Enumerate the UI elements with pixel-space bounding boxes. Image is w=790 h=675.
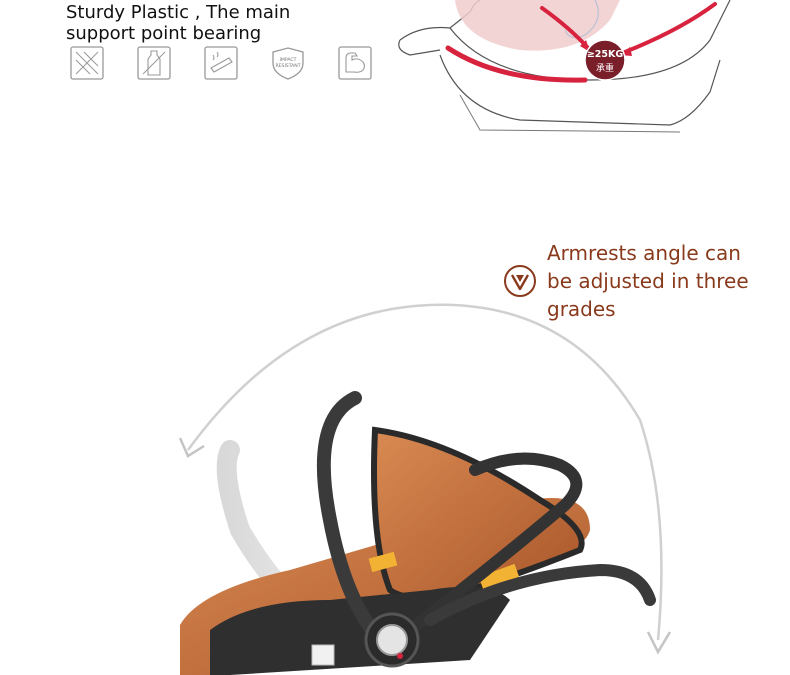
armrest-caption: Armrests angle can be adjusted in three … [547, 239, 749, 323]
heading-line-1: Sturdy Plastic , The main [66, 2, 291, 23]
load-badge-label: 承重 [596, 62, 614, 74]
sturdy-plastic-heading: Sturdy Plastic , The main support point … [66, 2, 290, 44]
armrest-caption-line-1: Armrests angle can [547, 241, 741, 265]
armrest-caption-line-2: be adjusted in three [547, 269, 749, 293]
heading-line-2: support point bearing [66, 23, 262, 44]
load-capacity-badge: ≥25KG 承重 [584, 39, 626, 81]
impact-resistant-shield-icon: IMPACT RESISTANT [272, 47, 304, 80]
chevron-circle-icon [504, 265, 536, 297]
impact-label-line-1: IMPACT [280, 57, 297, 63]
water-splash-icon [204, 46, 238, 80]
rotation-arc-arrow [178, 303, 672, 655]
hatched-square-icon [70, 46, 104, 80]
armrest-caption-line-3: grades [547, 297, 616, 321]
load-badge-weight: ≥25KG [587, 49, 624, 60]
strength-arm-icon [338, 46, 372, 80]
bottle-icon [137, 46, 171, 80]
impact-label-line-2: RESISTANT [275, 63, 300, 69]
car-seat-product-image [178, 303, 672, 675]
seat-load-illustration: ≥25KG 承重 [398, 0, 731, 133]
feature-icon-row: IMPACT RESISTANT [70, 46, 380, 82]
